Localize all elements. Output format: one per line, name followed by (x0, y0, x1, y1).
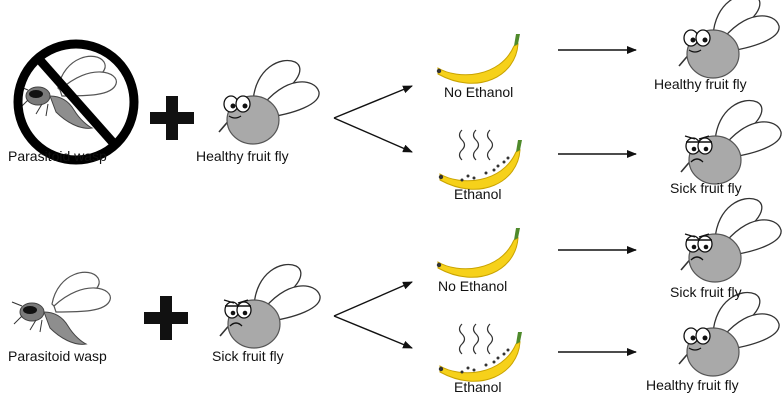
top-outcome-sick-label: Sick fruit fly (670, 180, 742, 196)
banana-icon (439, 140, 522, 189)
banana-icon (437, 228, 520, 277)
bottom-outcome-healthy-label: Healthy fruit fly (646, 377, 739, 393)
wasp-icon (12, 272, 110, 344)
fly-icon (681, 101, 781, 184)
top-ethanol-label: Ethanol (454, 186, 501, 202)
top-outcome-healthy-label: Healthy fruit fly (654, 76, 747, 92)
bottom-wasp-label: Parasitoid wasp (8, 348, 107, 364)
bottom-ethanol-label: Ethanol (454, 379, 501, 395)
banana-icon (439, 332, 522, 381)
bottom-fly-label: Sick fruit fly (212, 348, 284, 364)
branch-lines (334, 86, 412, 152)
top-wasp-label: Parasitoid wasp (8, 148, 107, 164)
bottom-no-ethanol-label: No Ethanol (438, 278, 507, 294)
plus-icon (150, 96, 194, 140)
plus-icon (144, 296, 188, 340)
branch-lines (334, 282, 412, 348)
ethanol-fumes-icon (460, 324, 493, 354)
top-no-ethanol-label: No Ethanol (444, 84, 513, 100)
banana-icon (437, 34, 520, 83)
ethanol-fumes-icon (460, 130, 493, 160)
bottom-outcome-sick-label: Sick fruit fly (670, 284, 742, 300)
fly-icon (220, 265, 320, 348)
no-wasp-icon (18, 44, 134, 160)
fly-icon (681, 199, 781, 282)
fly-icon (679, 293, 779, 376)
fly-icon (219, 61, 319, 144)
top-fly-label: Healthy fruit fly (196, 148, 289, 164)
fly-icon (679, 0, 779, 78)
